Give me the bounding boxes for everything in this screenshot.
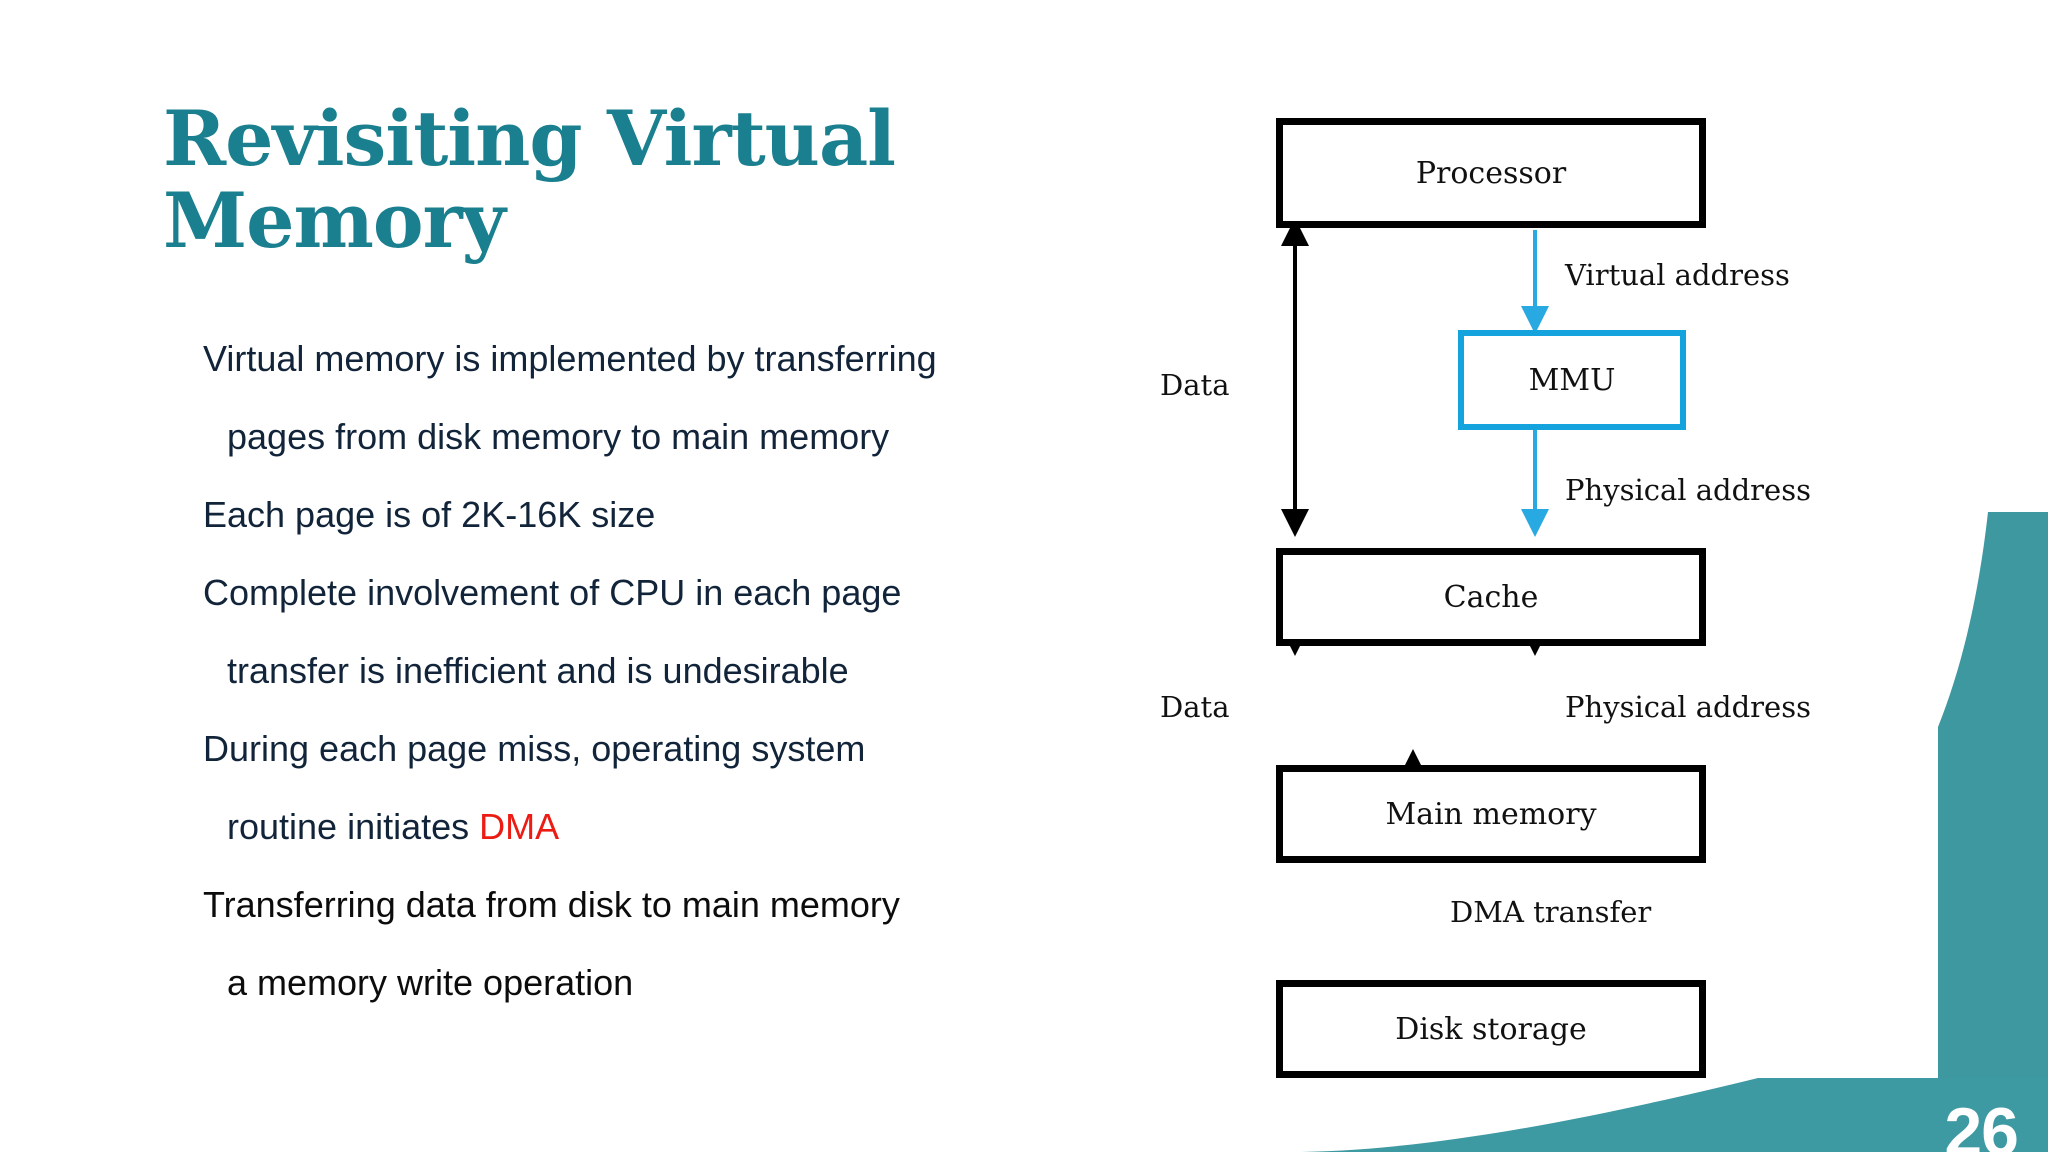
diagram-box-cache: Cache	[1276, 548, 1706, 646]
edge-label-data-top: Data	[1160, 368, 1230, 402]
list-item-continuation: transfer is inefficient and is undesirab…	[163, 632, 1063, 710]
list-item: Complete involvement of CPU in each page	[163, 554, 1063, 632]
list-item-continuation: a memory write operation	[163, 944, 1063, 1022]
diagram-box-label: Cache	[1443, 579, 1539, 615]
list-item-text: transfer is inefficient and is undesirab…	[227, 650, 849, 691]
list-item-text: Transferring data from disk to main memo…	[203, 884, 900, 925]
edge-label-physical-address-upper: Physical address	[1565, 473, 1811, 507]
list-item-continuation: routine initiates DMA	[163, 788, 1063, 866]
diagram-box-label: MMU	[1528, 362, 1616, 398]
diagram-box-label: Processor	[1415, 155, 1567, 191]
list-item: Transferring data from disk to main memo…	[163, 866, 1063, 944]
list-item-text: Each page is of 2K-16K size	[203, 494, 656, 535]
edge-label-virtual-address: Virtual address	[1565, 258, 1790, 292]
list-item: During each page miss, operating system	[163, 710, 1063, 788]
list-item-text: routine initiates	[227, 806, 480, 847]
list-item: Each page is of 2K-16K size	[163, 476, 1063, 554]
block-diagram: Processor MMU Cache Main memory Disk sto…	[1130, 0, 2048, 1152]
page-title: Revisiting Virtual Memory	[163, 94, 896, 266]
diagram-box-disk-storage: Disk storage	[1276, 980, 1706, 1078]
edge-label-data-lower: Data	[1160, 690, 1230, 724]
list-item-text: a memory write operation	[227, 962, 634, 1003]
diagram-box-mmu: MMU	[1458, 330, 1686, 430]
slide-left-column: Revisiting Virtual Memory Virtual memory…	[163, 94, 1063, 1022]
list-item-continuation: pages from disk memory to main memory	[163, 398, 1063, 476]
diagram-box-label: Disk storage	[1395, 1011, 1587, 1047]
edge-label-physical-address-lower: Physical address	[1565, 690, 1811, 724]
edge-label-dma-transfer: DMA transfer	[1450, 895, 1652, 929]
diagram-box-label: Main memory	[1385, 796, 1597, 832]
list-item-text: Complete involvement of CPU in each page	[203, 572, 902, 613]
diagram-box-main-memory: Main memory	[1276, 765, 1706, 863]
diagram-box-processor: Processor	[1276, 118, 1706, 228]
list-item-text: pages from disk memory to main memory	[227, 416, 890, 457]
dma-highlight: DMA	[479, 806, 560, 847]
list-item-text: Virtual memory is implemented by transfe…	[203, 338, 937, 379]
list-item: Virtual memory is implemented by transfe…	[163, 320, 1053, 398]
bullet-list: Virtual memory is implemented by transfe…	[163, 320, 1063, 1022]
list-item-text: During each page miss, operating system	[203, 728, 866, 769]
